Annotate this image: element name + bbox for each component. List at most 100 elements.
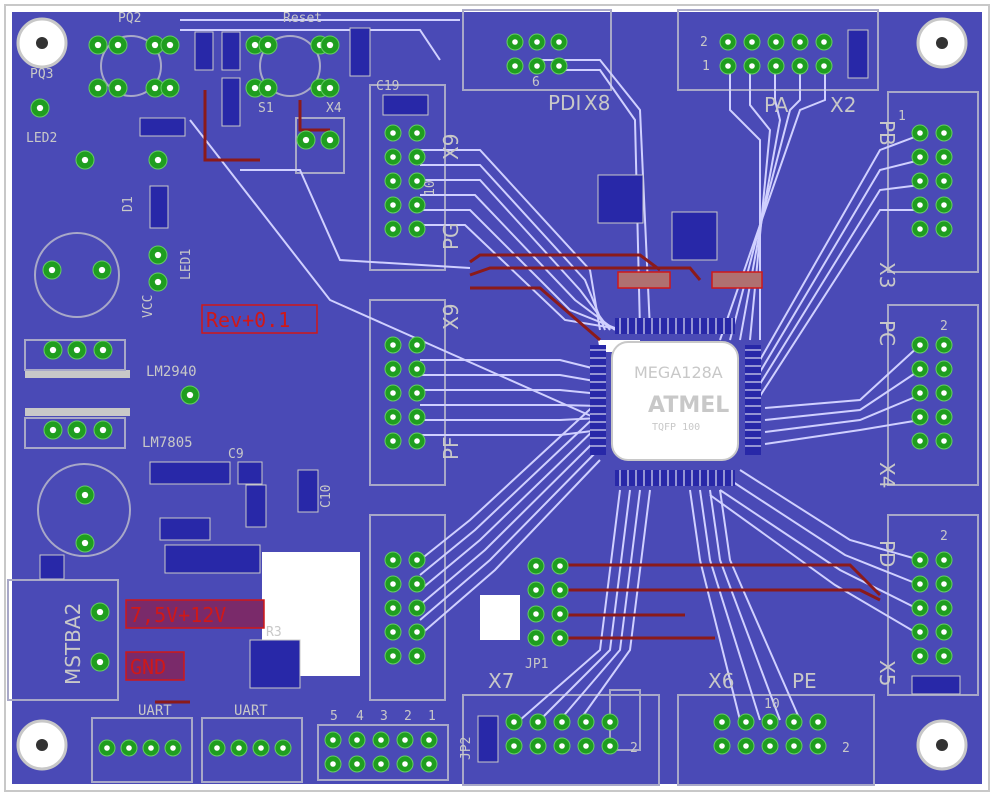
drill-hole	[326, 41, 334, 49]
drill-hole	[773, 63, 779, 69]
drill-hole	[414, 605, 420, 611]
drill-hole	[941, 629, 947, 635]
x4-label: X4	[875, 462, 899, 488]
drill-hole	[390, 629, 396, 635]
drill-hole	[534, 39, 540, 45]
drill-hole	[426, 737, 432, 743]
drill-hole	[414, 366, 420, 372]
drill-hole	[414, 581, 420, 587]
drill-hole	[941, 390, 947, 396]
drill-hole	[414, 154, 420, 160]
drill-hole	[791, 743, 797, 749]
resistor-networks	[617, 271, 763, 289]
drill-hole	[73, 426, 81, 434]
drill-hole	[511, 719, 517, 725]
header-num-2: 2	[404, 709, 412, 724]
drill-hole	[81, 156, 89, 164]
revision-label: Rev+0.1	[206, 308, 290, 332]
pdi-pin-6: 6	[532, 75, 540, 90]
pa-pin-1: 1	[702, 59, 710, 74]
led1-label: LED1	[179, 249, 194, 280]
drill-hole	[390, 581, 396, 587]
drill-hole	[607, 719, 613, 725]
drill-hole	[390, 130, 396, 136]
drill-hole	[73, 346, 81, 354]
mstba-label: MSTBA2	[61, 603, 85, 685]
uart-label-2: UART	[234, 703, 268, 719]
drill-hole	[767, 719, 773, 725]
lm7805-label: LM7805	[142, 435, 193, 451]
x5-label: X5	[875, 660, 899, 686]
drill-hole	[354, 761, 360, 767]
drill-hole	[49, 346, 57, 354]
pdi-label: PDI	[548, 91, 581, 115]
drill-hole	[390, 342, 396, 348]
jp2-label: JP2	[459, 737, 474, 760]
drill-hole	[36, 104, 44, 112]
x9-pin-10: 10	[423, 180, 438, 196]
drill-hole	[104, 745, 110, 751]
pb-label: PB	[875, 120, 899, 146]
drill-hole	[815, 719, 821, 725]
drill-hole	[743, 743, 749, 749]
through-hole-pads	[30, 33, 953, 773]
drill-hole	[941, 557, 947, 563]
drill-hole	[81, 491, 89, 499]
top-traces	[180, 19, 921, 721]
drill-hole	[941, 438, 947, 444]
drill-hole	[607, 743, 613, 749]
drill-hole	[94, 41, 102, 49]
drill-hole	[390, 202, 396, 208]
drill-hole	[126, 745, 132, 751]
jp2-pin-2: 2	[630, 741, 638, 756]
drill-hole	[326, 84, 334, 92]
drill-hole	[390, 438, 396, 444]
drill-hole	[941, 178, 947, 184]
x6-label: X6	[708, 669, 734, 693]
x7-label: X7	[488, 669, 514, 693]
pc-pin-2: 2	[940, 319, 948, 334]
header-num-1: 1	[428, 709, 436, 724]
drill-hole	[725, 39, 731, 45]
drill-hole	[535, 743, 541, 749]
drill-hole	[719, 743, 725, 749]
drill-hole	[941, 202, 947, 208]
mounting-holes	[16, 17, 968, 771]
drill-hole	[264, 84, 272, 92]
drill-hole	[330, 737, 336, 743]
mcu-part-label: MEGA128A	[634, 363, 723, 382]
drill-hole	[390, 557, 396, 563]
drill-hole	[557, 563, 563, 569]
drill-hole	[114, 84, 122, 92]
drill-hole	[533, 587, 539, 593]
drill-hole	[533, 611, 539, 617]
drill-hole	[258, 745, 264, 751]
drill-hole	[725, 63, 731, 69]
c9-label: C9	[228, 447, 244, 462]
pq2-label: PQ2	[118, 11, 141, 26]
mcu-package-label: TQFP 100	[652, 422, 700, 433]
drill-hole	[214, 745, 220, 751]
drill-hole	[719, 719, 725, 725]
mcu-chip	[590, 318, 761, 486]
drill-hole	[535, 719, 541, 725]
drill-hole	[583, 719, 589, 725]
pa-pin-2: 2	[700, 35, 708, 50]
c10-label: C10	[319, 485, 334, 508]
drill-hole	[941, 130, 947, 136]
drill-hole	[917, 130, 923, 136]
drill-hole	[99, 426, 107, 434]
pa-label: PA	[764, 93, 789, 117]
drill-hole	[797, 63, 803, 69]
drill-hole	[941, 605, 947, 611]
drill-hole	[326, 136, 334, 144]
drill-hole	[94, 84, 102, 92]
r3-label: R3	[266, 625, 282, 640]
pd-label: PD	[875, 540, 899, 567]
drill-hole	[151, 84, 159, 92]
atmel-logo: ATMEL	[648, 393, 729, 418]
drill-hole	[533, 635, 539, 641]
drill-hole	[917, 557, 923, 563]
drill-hole	[166, 41, 174, 49]
